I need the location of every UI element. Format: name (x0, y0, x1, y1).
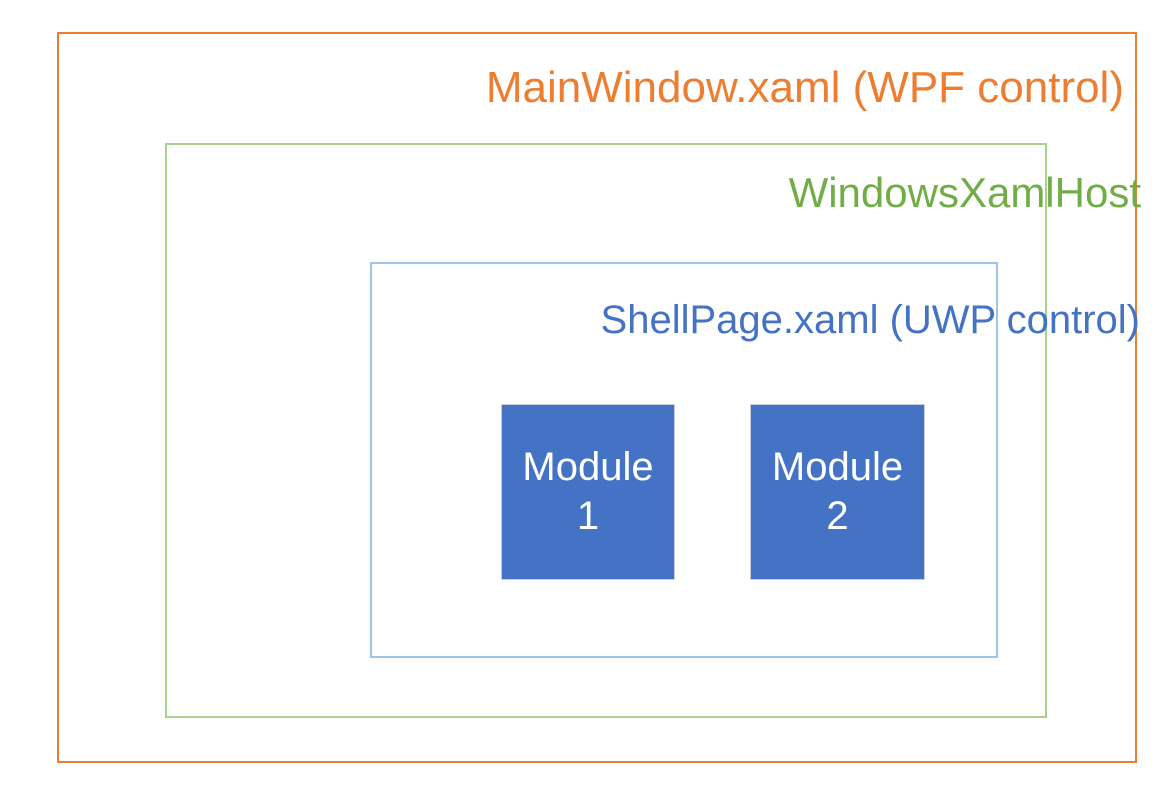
container-shellpage-xaml (370, 262, 998, 658)
module-block-1: Module 1 (501, 404, 675, 580)
module-1-number: 1 (576, 494, 600, 538)
module-2-number: 2 (826, 494, 849, 538)
label-shellpage-xaml: ShellPage.xaml (UWP control) (600, 298, 1140, 342)
container-windows-xaml-host (165, 143, 1047, 718)
module-block-2: Module 2 (750, 404, 925, 580)
module-1-name: Module (522, 445, 654, 490)
label-windows-xaml-host: WindowsXamlHost (788, 169, 1141, 216)
container-mainwindow-xaml (57, 32, 1137, 763)
label-mainwindow-xaml: MainWindow.xaml (WPF control) (485, 63, 1124, 112)
module-2-name: Module (771, 445, 904, 490)
